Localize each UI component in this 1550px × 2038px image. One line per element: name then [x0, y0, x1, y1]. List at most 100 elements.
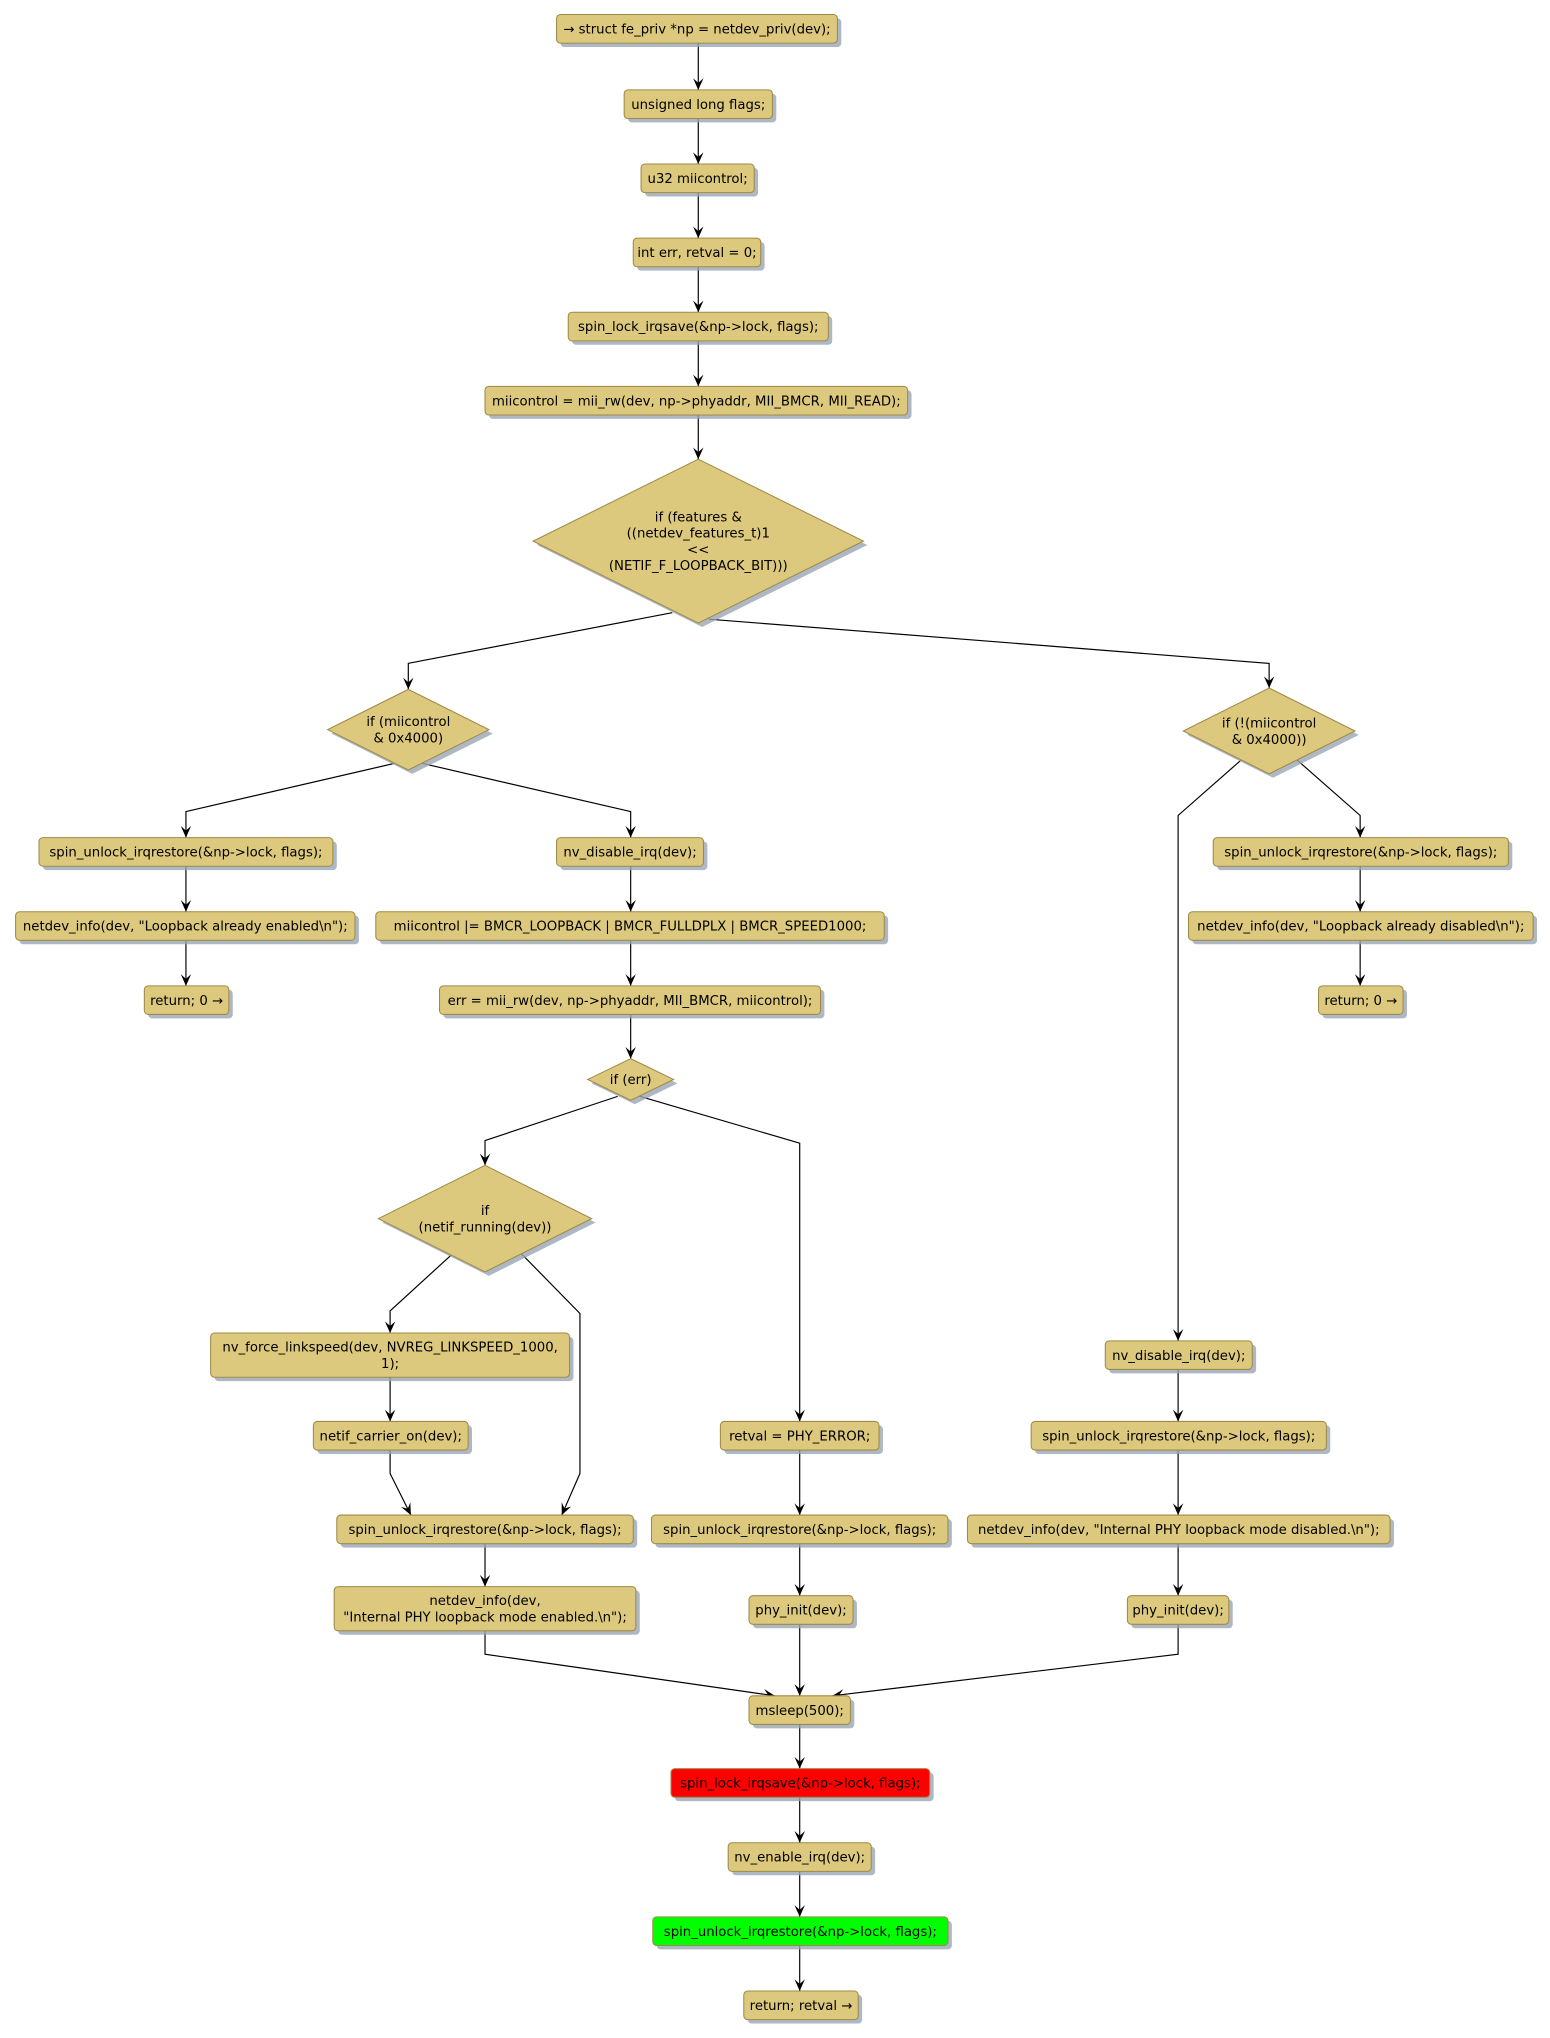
action-box [38, 837, 334, 867]
action-node: netdev_info(dev, "Internal PHY loopback m… [333, 1586, 640, 1635]
arrowhead-icon [1172, 1503, 1184, 1516]
flow-edge [422, 762, 632, 838]
action-box [632, 237, 762, 268]
node-label: << [687, 543, 709, 558]
flow-edge [407, 612, 673, 690]
decision-node: if (miicontrol& 0x4000) [326, 688, 493, 774]
node-label: nv_force_linkspeed(dev, NVREG_LINKSPEED_… [222, 1341, 558, 1356]
arrowhead-icon [693, 78, 704, 90]
node-label: unsigned long flags; [631, 98, 765, 113]
action-node: nv_disable_irq(dev); [556, 837, 708, 871]
action-node: phy_init(dev); [748, 1595, 857, 1629]
node-label: nv_disable_irq(dev); [563, 846, 696, 861]
arrowhead-icon [693, 374, 704, 387]
action-box [623, 89, 773, 120]
arrowhead-icon [794, 1756, 805, 1769]
action-node: nv_enable_irq(dev); [727, 1842, 876, 1876]
action-node: netif_carrier_on(dev); [312, 1420, 473, 1454]
flow-edge [484, 1630, 776, 1697]
action-node: spin_lock_irqsave(&np->lock, flags); [567, 311, 833, 345]
node-label: int err, retval = 0; [637, 246, 756, 261]
arrowhead-icon [401, 1502, 411, 1516]
action-node: unsigned long flags; [623, 89, 777, 123]
arrowhead-icon [693, 226, 704, 239]
arrowhead-icon [1172, 1583, 1184, 1596]
arrowhead-icon [794, 1684, 805, 1696]
node-label: if (err) [610, 1073, 652, 1088]
node-label: u32 miicontrol; [648, 172, 748, 187]
action-box [727, 1842, 872, 1872]
node-label: phy_init(dev); [1132, 1604, 1223, 1619]
decision-node: if (features &((netdev_features_t)1<<(NE… [531, 458, 868, 627]
node-label: spin_unlock_irqrestore(&np->lock, flags)… [663, 1523, 936, 1538]
arrowhead-icon [794, 1831, 805, 1843]
action-box [312, 1420, 469, 1451]
node-label: nv_disable_irq(dev); [1112, 1349, 1245, 1364]
action-box [743, 1990, 859, 2021]
action-node: return; 0 → [143, 985, 233, 1019]
flow-edge [185, 762, 395, 838]
decision-diamond [1182, 687, 1357, 775]
node-label: ((netdev_features_t)1 [627, 527, 770, 542]
arrowhead-icon [625, 974, 636, 986]
arrowhead-icon [180, 825, 192, 838]
node-label: spin_unlock_irqrestore(&np->lock, flags)… [664, 1925, 937, 1940]
arrowhead-icon [384, 1321, 396, 1334]
action-node: retval = PHY_ERROR; [719, 1420, 883, 1454]
action-box [1212, 837, 1509, 867]
flow-edge [484, 1095, 618, 1166]
arrowhead-icon [180, 900, 192, 912]
action-node: phy_init(dev); [1126, 1595, 1233, 1629]
node-label: netdev_info(dev, [429, 1594, 540, 1609]
action-box [1187, 911, 1534, 941]
action-node: spin_unlock_irqrestore(&np->lock, flags)… [38, 837, 337, 871]
arrowhead-icon [1354, 900, 1366, 912]
node-label: netdev_info(dev, "Loopback already disab… [1197, 920, 1524, 935]
arrowhead-icon [180, 974, 192, 986]
action-node: spin_unlock_irqrestore(&np->lock, flags)… [336, 1514, 638, 1548]
arrowhead-icon [794, 1503, 805, 1516]
node-label: return; 0 → [1324, 994, 1397, 1009]
action-box [336, 1514, 634, 1545]
action-node: netdev_info(dev, "Loopback already enabl… [15, 911, 359, 945]
decision-diamond [531, 458, 865, 624]
arrowhead-icon [479, 1574, 491, 1587]
action-node: nv_force_linkspeed(dev, NVREG_LINKSPEED_… [210, 1332, 574, 1382]
node-label: if [481, 1204, 490, 1219]
flow-edge [1177, 757, 1244, 1341]
node-label: phy_init(dev); [755, 1604, 846, 1619]
node-label: err = mii_rw(dev, np->phyaddr, MII_BMCR,… [448, 994, 813, 1009]
arrowhead-icon [693, 447, 704, 460]
action-box [640, 163, 755, 194]
node-label: "Internal PHY loopback mode enabled.\n")… [343, 1611, 627, 1626]
action-box [1104, 1340, 1253, 1370]
action-node: return; 0 → [1318, 985, 1407, 1019]
action-box [1030, 1420, 1327, 1451]
arrowhead-icon [794, 1905, 805, 1917]
node-label: spin_unlock_irqrestore(&np->lock, flags)… [49, 846, 322, 861]
flow-nodes: → struct fe_priv *np = netdev_priv(dev);… [15, 13, 1537, 2024]
node-label: miicontrol |= BMCR_LOOPBACK | BMCR_FULLD… [394, 920, 867, 935]
arrowhead-icon [403, 677, 414, 690]
flow-edge [1294, 757, 1361, 838]
action-node: netdev_info(dev, "Loopback already disab… [1187, 911, 1537, 945]
decision-node: if(netif_running(dev)) [377, 1164, 596, 1276]
action-box [375, 911, 885, 941]
arrowhead-icon [479, 1153, 491, 1166]
arrowhead-icon [1354, 825, 1366, 838]
arrowhead-icon [693, 300, 704, 313]
action-box [333, 1586, 637, 1632]
node-label: spin_lock_irqsave(&np->lock, flags); [680, 1777, 921, 1792]
action-node: netdev_info(dev, "Internal PHY loopback … [966, 1514, 1394, 1548]
action-box [670, 1768, 931, 1798]
node-label: nv_enable_irq(dev); [734, 1851, 865, 1866]
action-box [143, 985, 230, 1015]
action-box [1126, 1595, 1230, 1625]
node-label: if (features & [655, 510, 742, 525]
node-label: retval = PHY_ERROR; [729, 1429, 870, 1444]
action-node: int err, retval = 0; [632, 237, 765, 271]
flow-edge [708, 618, 1270, 689]
action-node: msleep(500); [748, 1695, 855, 1729]
arrowhead-icon [762, 1689, 775, 1700]
